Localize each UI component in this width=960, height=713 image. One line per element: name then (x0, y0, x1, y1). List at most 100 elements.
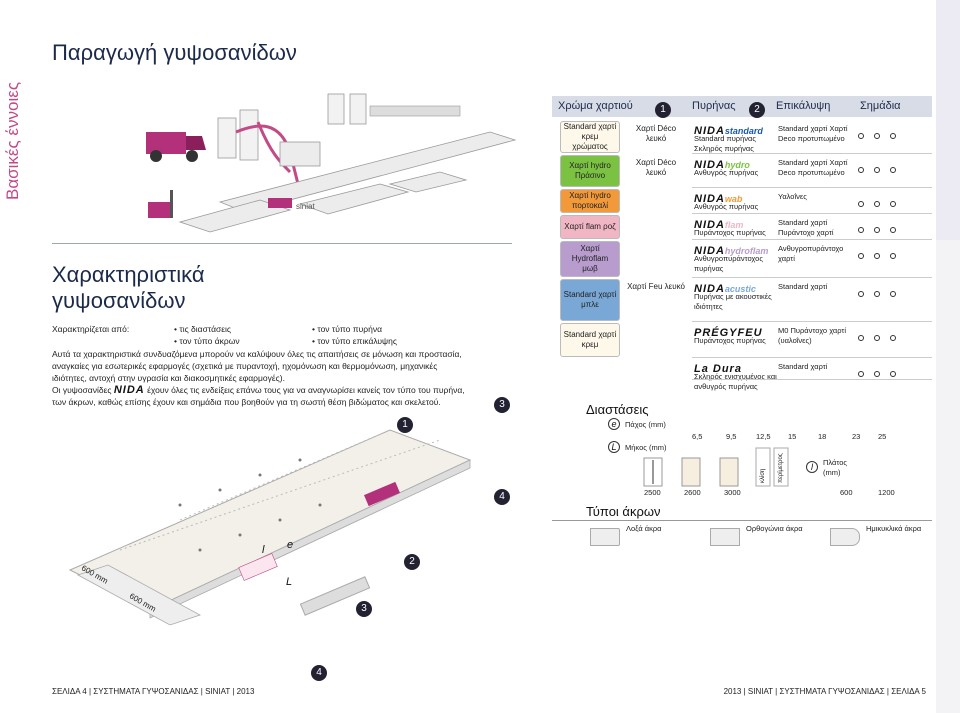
footer-right: 2013 | SINIAT | ΣΥΣΤΗΜΑΤΑ ΓΥΨΟΣΑΝΙΔΑΣ | … (723, 687, 926, 696)
callout-4-right: 4 (494, 486, 510, 505)
thickness-label: Πάχος (mm) (625, 420, 666, 429)
length-label: Μήκος (mm) (625, 443, 667, 452)
right-edge-tab (936, 0, 960, 713)
edge-profile-icon (710, 528, 740, 546)
product-logo: NIDAhydroflam (694, 245, 769, 257)
marks-cell (858, 160, 906, 178)
footer-left: ΣΕΛΙΔΑ 4 | ΣΥΣΤΗΜΑΤΑ ΓΥΨΟΣΑΝΙΔΑΣ | SINIA… (52, 687, 255, 696)
cover-cell: M0 Πυράντοχο χαρτί (υαλοΐνες) (778, 326, 847, 345)
cover-cell: Υαλοΐνες (778, 192, 807, 201)
core-cell: Standard πυρήνας Σκληρός πυρήνας (694, 134, 756, 153)
header-num1: 1 (655, 99, 671, 118)
face-paper-cell: Χαρτί Déco λευκό (635, 124, 677, 143)
edge-profile-icon (830, 528, 860, 546)
length-bars (643, 457, 739, 487)
table-row: Standard χαρτί κρεμ χρώματος Χαρτί Déco λ… (552, 120, 932, 154)
product-logo: NIDAhydro (694, 159, 750, 171)
production-line-illustration: siniat (146, 93, 517, 233)
cover-cell: Ανθυγροπυράντοχο χαρτί (778, 244, 844, 263)
core-cell: Σκληρός ενισχυμένος και ανθυγρός πυρήνας (694, 372, 777, 391)
edge-type-label: Ορθογώνια άκρα (746, 524, 803, 533)
face-paper-cell: Χαρτί Déco λευκό (635, 158, 677, 177)
tilt-label-2: περίμετρος (778, 453, 784, 483)
nida-logo: NIDA (113, 384, 145, 396)
core-cell: Πυρήνας με ακουστικές ιδιότητες (694, 292, 772, 311)
section-title: Χαρακτηριστικά γυψοσανίδων (52, 262, 205, 314)
edge-rule (552, 520, 932, 521)
thickness-value: 15 (788, 432, 797, 441)
paper-color-cell: Standard χαρτί κρεμ χρώματος (560, 121, 620, 153)
length-icon: L (608, 441, 620, 453)
divider (52, 243, 512, 244)
list-item: • τον τύπο άκρων (174, 336, 240, 346)
list-item: • τον τύπο πυρήνα (312, 324, 382, 334)
core-cell: Πυράντοχος πυρήνας (694, 228, 766, 237)
marks-cell (858, 364, 906, 382)
marks-cell (858, 126, 906, 144)
paragraph-2: Οι γυψοσανίδες NIDA έχουν όλες τις ενδεί… (52, 384, 465, 407)
product-logo: NIDAstandard (694, 125, 763, 137)
tilt-boxes (755, 447, 789, 487)
callout-4: 4 (311, 662, 327, 681)
cover-cell: Standard χαρτί Πυράντοχο χαρτί (778, 218, 834, 237)
marks-cell (858, 284, 906, 302)
marks-cell (858, 328, 906, 346)
board-letter-e: e (287, 539, 294, 551)
width-value: 1200 (878, 488, 895, 497)
marks-cell (858, 194, 906, 212)
board-diagram (68, 429, 472, 626)
edge-type-label: Λοξά άκρα (626, 524, 662, 533)
edge-type-item: Ορθογώνια άκρα (710, 522, 820, 552)
paper-color-cell: Χαρτί flam ροζ (560, 215, 620, 239)
product-logo: PRÉGYFEU (694, 327, 763, 339)
dimensions-title: Διαστάσεις (586, 402, 649, 417)
header-num2: 2 (749, 99, 765, 118)
thickness-value: 9,5 (726, 432, 737, 441)
cover-cell: Standard χαρτί (778, 282, 828, 291)
thickness-value: 25 (878, 432, 887, 441)
section-tab-label: Βασικές έννοιες (3, 81, 22, 200)
product-logo: NIDAflam (694, 219, 744, 231)
thickness-value: 18 (818, 432, 827, 441)
board-letter-l: l (262, 544, 265, 556)
header-cover: Επικάλυψη (776, 100, 831, 112)
width-label: Πλάτος (mm) (823, 458, 848, 477)
header-paper-color: Χρώμα χαρτιού (558, 100, 633, 112)
thickness-value: 12,5 (756, 432, 771, 441)
width-icon: l (806, 461, 818, 473)
marks-cell (858, 246, 906, 264)
width-value: 600 (840, 488, 853, 497)
table-header-band (552, 96, 932, 117)
core-cell: Ανθυγρός πυρήνας (694, 202, 759, 211)
bullets-col1: • τις διαστάσεις • τον τύπο άκρων (174, 323, 240, 347)
page-title: Παραγωγή γυψοσανίδων (52, 40, 297, 65)
paper-color-cell: Χαρτί Hydroflam μωβ (560, 241, 620, 277)
header-marks: Σημάδια (860, 100, 901, 112)
length-value: 2500 (644, 488, 661, 497)
face-paper-cell: Χαρτί Feu λευκό (627, 282, 685, 291)
brand-mark: siniat (296, 202, 315, 211)
thickness-value: 23 (852, 432, 861, 441)
core-cell: Πυράντοχος πυρήνας (694, 336, 766, 345)
callout-3: 3 (356, 598, 372, 617)
list-item: • τον τύπο επικάλυψης (312, 336, 397, 346)
cover-cell: Standard χαρτί (778, 362, 828, 371)
section-tab: Βασικές έννοιες (0, 0, 36, 713)
paper-color-cell: Standard χαρτί κρεμ (560, 323, 620, 357)
edge-types-title: Τύποι άκρων (586, 504, 661, 519)
callout-3-right: 3 (494, 394, 510, 413)
cover-cell: Standard χαρτί Χαρτί Deco προτυπωμένο (778, 158, 848, 177)
bullets-col2: • τον τύπο πυρήνα • τον τύπο επικάλυψης (312, 323, 397, 347)
paragraph-1: Αυτά τα χαρακτηριστικά συνδυαζόμενα μπορ… (52, 349, 462, 383)
callout-1: 1 (397, 414, 413, 433)
table-row: Χαρτί Hydroflam μωβ NIDAhydroflam Ανθυγροπ… (552, 240, 932, 278)
tilt-label-1: κλίση (760, 468, 766, 483)
length-value: 3000 (724, 488, 741, 497)
cover-cell: Standard χαρτί Χαρτί Deco προτυπωμένο (778, 124, 848, 143)
header-core: Πυρήνας (692, 100, 736, 112)
list-item: • τις διαστάσεις (174, 324, 231, 334)
edge-type-item: Λοξά άκρα (590, 522, 700, 552)
